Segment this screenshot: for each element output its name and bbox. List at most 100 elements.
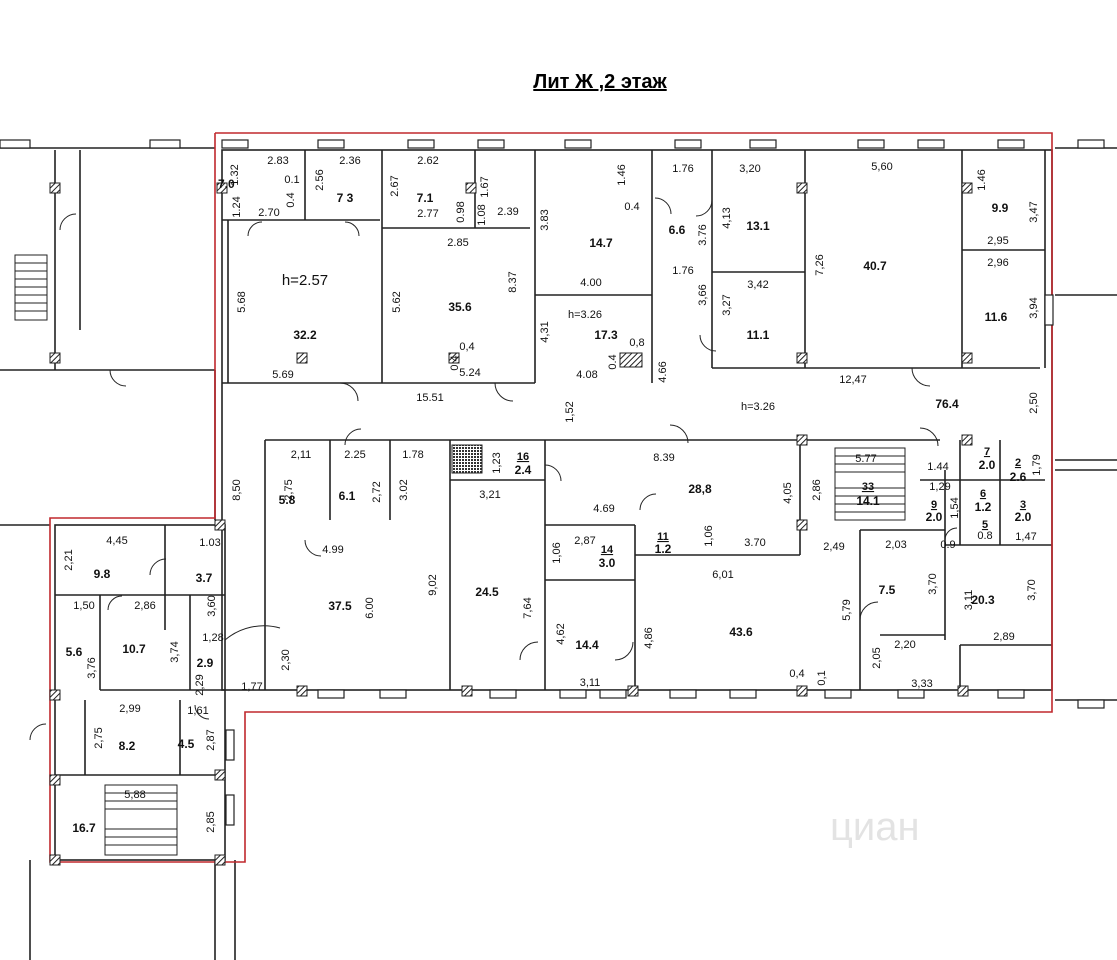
dim: 4.99 bbox=[322, 544, 343, 556]
dim: 1.76 bbox=[672, 163, 693, 175]
dim: 2,87 bbox=[205, 729, 217, 750]
room-number: 14 bbox=[601, 544, 614, 556]
dim: 2.83 bbox=[267, 155, 288, 167]
room-areas: 7.0 7 3 7.1 14.7 6.6 13.1 40.7 9.9 32.2 … bbox=[66, 177, 1032, 835]
dim: 5.24 bbox=[459, 367, 480, 379]
dim: 2,99 bbox=[119, 703, 140, 715]
room-area: 32.2 bbox=[293, 328, 317, 342]
watermark: циан bbox=[830, 805, 920, 849]
dim: 4.69 bbox=[593, 503, 614, 515]
room-area: 7 3 bbox=[337, 191, 354, 205]
room-area: 76.4 bbox=[935, 397, 959, 411]
dim: 2,96 bbox=[987, 257, 1008, 269]
room-area: 14.4 bbox=[575, 638, 599, 652]
dim: 3,27 bbox=[721, 294, 733, 315]
dim: 4,86 bbox=[643, 627, 655, 648]
dim: 0.4 bbox=[449, 355, 461, 370]
dim: 12,47 bbox=[839, 374, 867, 386]
dim: 2.70 bbox=[258, 207, 279, 219]
room-number: 3 bbox=[1020, 499, 1026, 511]
dim: 3,94 bbox=[1028, 297, 1040, 318]
dim: 2,03 bbox=[885, 539, 906, 551]
dim: 1.08 bbox=[476, 204, 488, 225]
room-area: 2.9 bbox=[197, 656, 214, 670]
dim: 1,06 bbox=[703, 525, 715, 546]
room-area: 13.1 bbox=[746, 219, 770, 233]
dim: 3,11 bbox=[580, 677, 601, 689]
dim: 1.46 bbox=[976, 169, 988, 190]
dim: 5.68 bbox=[236, 291, 248, 312]
room-number: 5 bbox=[982, 519, 988, 531]
height-label: h=3.26 bbox=[568, 309, 602, 321]
windows bbox=[0, 139, 1105, 826]
dim: 1,28 bbox=[202, 632, 223, 644]
room-area: 6.1 bbox=[339, 489, 356, 503]
dim: 1,54 bbox=[949, 497, 961, 518]
dim: 2,75 bbox=[283, 479, 295, 500]
columns bbox=[49, 182, 973, 866]
room-number: 16 bbox=[517, 451, 529, 463]
dim: 1.03 bbox=[199, 537, 220, 549]
room-area: 3.7 bbox=[196, 571, 213, 585]
dim: 2,95 bbox=[987, 235, 1008, 247]
plan-title: Лит Ж ,2 этаж bbox=[533, 71, 667, 93]
room-area: 2.0 bbox=[979, 458, 996, 472]
room-area: 24.5 bbox=[475, 585, 499, 599]
doors bbox=[29, 197, 958, 741]
dim: 4,62 bbox=[555, 623, 567, 644]
dim: 1,61 bbox=[187, 705, 208, 717]
room-area: 28,8 bbox=[688, 482, 712, 496]
dim: 3,76 bbox=[86, 657, 98, 678]
dim: 1,47 bbox=[1015, 531, 1036, 543]
dim: 8.37 bbox=[507, 271, 519, 292]
dim: 2,11 bbox=[291, 449, 312, 461]
room-area: 6.6 bbox=[669, 223, 686, 237]
room-area: 10.7 bbox=[122, 642, 146, 656]
room-area: 16.7 bbox=[72, 821, 96, 835]
dim: 1.24 bbox=[231, 196, 243, 217]
room-area: 35.6 bbox=[448, 300, 472, 314]
dim: 3,60 bbox=[206, 595, 218, 616]
height-label: h=2.57 bbox=[282, 272, 328, 289]
dim: 2,21 bbox=[63, 549, 75, 570]
room-area: 3.0 bbox=[599, 556, 616, 570]
dim: 3.83 bbox=[539, 209, 551, 230]
dim: 2,72 bbox=[371, 481, 383, 502]
dim: 2,30 bbox=[280, 649, 292, 670]
dim: 3,33 bbox=[911, 678, 932, 690]
dim: 9,02 bbox=[427, 574, 439, 595]
dim: 1,23 bbox=[491, 452, 503, 473]
dim: 0.8 bbox=[977, 530, 992, 542]
room-area: 5.8 bbox=[279, 493, 296, 507]
dim: 2,20 bbox=[894, 639, 915, 651]
dim: 3,70 bbox=[927, 573, 939, 594]
dim: 3,21 bbox=[479, 489, 500, 501]
dim: 3,42 bbox=[747, 279, 768, 291]
dim: 1,50 bbox=[73, 600, 94, 612]
dim: 5.62 bbox=[391, 291, 403, 312]
dim: 0.9 bbox=[940, 539, 955, 551]
dim: 4,05 bbox=[782, 482, 794, 503]
dim: 1,06 bbox=[551, 542, 563, 563]
dim: 4,45 bbox=[106, 535, 127, 547]
room-area: 2.4 bbox=[515, 463, 532, 477]
dim: 1.44 bbox=[927, 461, 948, 473]
dim: 1.78 bbox=[402, 449, 423, 461]
room-area: 5.6 bbox=[66, 645, 83, 659]
dim: 0.4 bbox=[607, 354, 619, 369]
room-area: 11.6 bbox=[985, 310, 1008, 324]
dim: 3,66 bbox=[697, 284, 709, 305]
dim: 3,11 bbox=[963, 590, 975, 611]
room-number: 2 bbox=[1015, 457, 1021, 469]
room-area: 40.7 bbox=[863, 259, 887, 273]
dim: 2,87 bbox=[574, 535, 595, 547]
dim: 0,4 bbox=[459, 341, 474, 353]
dim: 1.67 bbox=[479, 176, 491, 197]
dim: 0.1 bbox=[284, 174, 299, 186]
dim: 3,74 bbox=[169, 641, 181, 662]
dim: 2.56 bbox=[314, 169, 326, 190]
dim: 5.77 bbox=[855, 453, 876, 465]
dim: 0,1 bbox=[816, 670, 828, 685]
room-area: 1.2 bbox=[655, 542, 672, 556]
